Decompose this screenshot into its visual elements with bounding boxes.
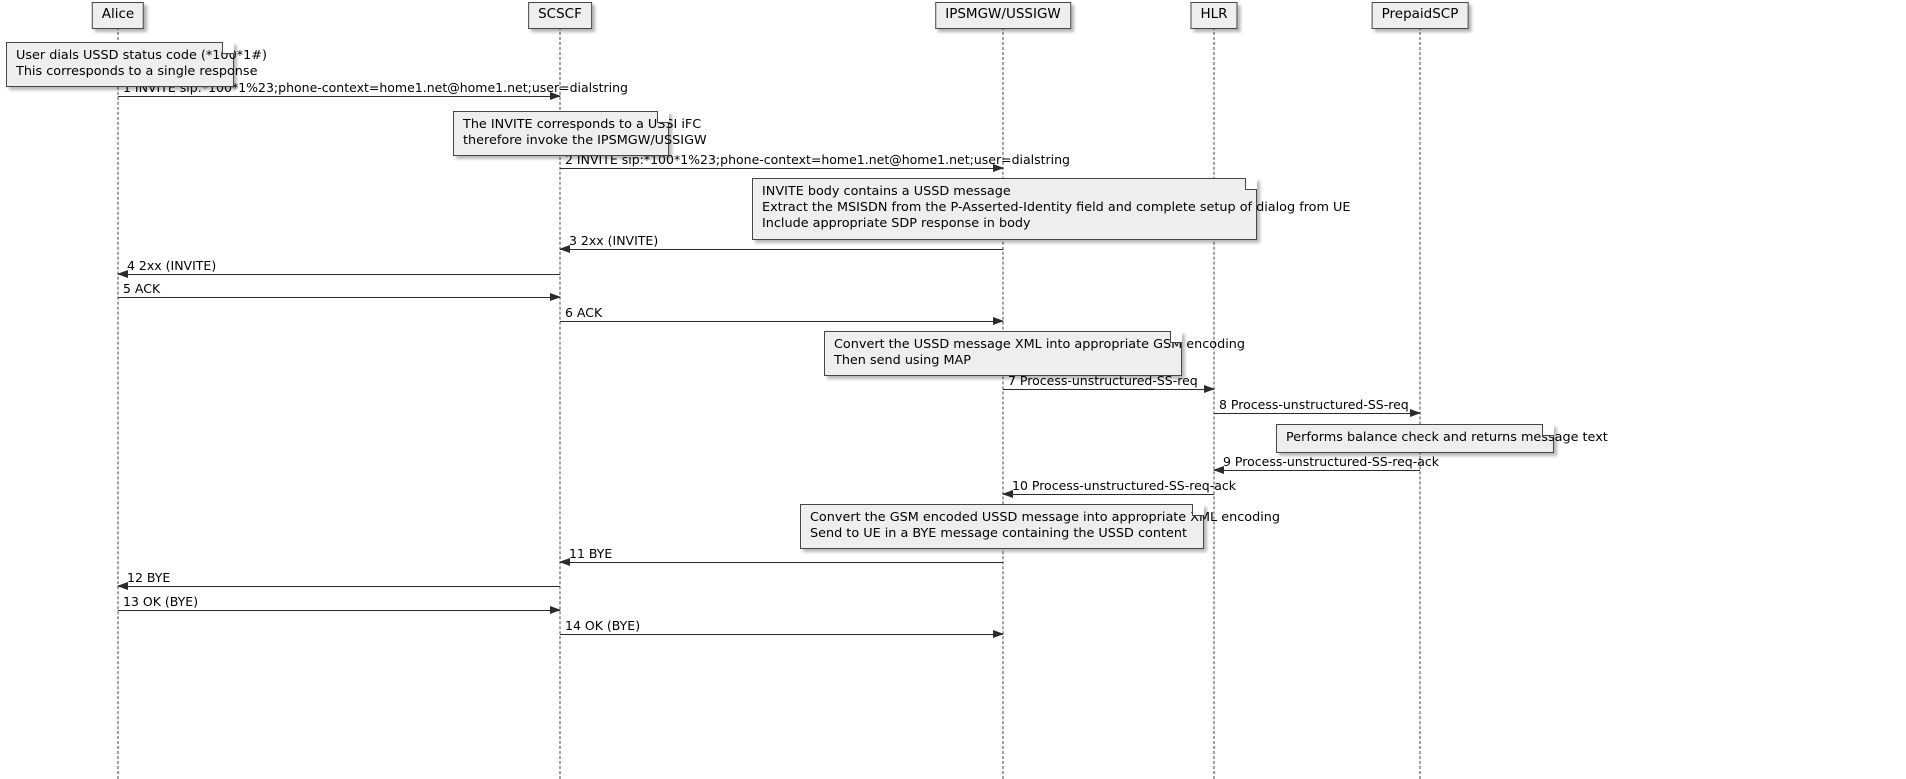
participant-alice[interactable]: Alice bbox=[91, 2, 145, 29]
message-label-4: 4 2xx (INVITE) bbox=[127, 257, 217, 273]
arrowhead-icon bbox=[993, 317, 1004, 325]
message-arrow-10[interactable]: 10 Process-unstructured-SS-req-ack bbox=[1002, 479, 1236, 498]
message-arrow-5[interactable]: 5 ACK bbox=[118, 282, 561, 301]
arrowhead-icon bbox=[559, 245, 570, 253]
message-label-8: 8 Process-unstructured-SS-req bbox=[1219, 396, 1409, 412]
message-arrow-2[interactable]: 2 INVITE sip:*100*1%23;phone-context=hom… bbox=[560, 153, 1070, 172]
arrowhead-icon bbox=[1213, 466, 1224, 474]
message-label-9: 9 Process-unstructured-SS-req-ack bbox=[1223, 453, 1440, 469]
arrowhead-icon bbox=[993, 630, 1004, 638]
arrowhead-icon bbox=[550, 293, 561, 301]
arrowhead-icon bbox=[550, 92, 561, 100]
arrowhead-icon bbox=[117, 582, 128, 590]
note-user-dials: User dials USSD status code (*100*1#) Th… bbox=[6, 42, 267, 88]
note-fold-corner-icon bbox=[1170, 331, 1182, 343]
note-text: Convert the GSM encoded USSD message int… bbox=[810, 510, 1281, 542]
message-arrow-8[interactable]: 8 Process-unstructured-SS-req bbox=[1214, 398, 1421, 417]
note-text: Convert the USSD message XML into approp… bbox=[834, 337, 1245, 369]
note-fold-corner-icon bbox=[1192, 504, 1204, 516]
message-label-13: 13 OK (BYE) bbox=[123, 593, 199, 609]
note-convert-gsm-xml: Convert the GSM encoded USSD message int… bbox=[800, 504, 1280, 550]
message-label-3: 3 2xx (INVITE) bbox=[569, 232, 659, 248]
message-arrow-3[interactable]: 3 2xx (INVITE) bbox=[559, 234, 1003, 253]
arrowhead-icon bbox=[1204, 385, 1215, 393]
arrowhead-icon bbox=[117, 270, 128, 278]
note-fold-corner-icon bbox=[1245, 178, 1257, 190]
lifeline-scp bbox=[1419, 27, 1421, 779]
message-label-2: 2 INVITE sip:*100*1%23;phone-context=hom… bbox=[565, 151, 1070, 167]
message-label-5: 5 ACK bbox=[123, 280, 161, 296]
lifeline-scscf bbox=[559, 27, 561, 779]
participant-label: HLR bbox=[1200, 6, 1228, 22]
lifeline-hlr bbox=[1213, 27, 1215, 779]
message-arrow-6[interactable]: 6 ACK bbox=[560, 306, 1004, 325]
message-label-10: 10 Process-unstructured-SS-req-ack bbox=[1012, 477, 1236, 493]
participant-ipsmgw[interactable]: IPSMGW/USSIGW bbox=[935, 2, 1071, 29]
note-text: Performs balance check and returns messa… bbox=[1286, 430, 1608, 445]
message-label-12: 12 BYE bbox=[127, 569, 171, 585]
participant-label: IPSMGW/USSIGW bbox=[945, 6, 1061, 22]
message-label-1: 1 INVITE sip:*100*1%23;phone-context=hom… bbox=[123, 79, 628, 95]
message-arrow-7[interactable]: 7 Process-unstructured-SS-req bbox=[1003, 374, 1215, 393]
participant-label: PrepaidSCP bbox=[1381, 6, 1459, 22]
lifeline-alice bbox=[117, 27, 119, 779]
note-fold-corner-icon bbox=[657, 111, 669, 123]
message-arrow-4[interactable]: 4 2xx (INVITE) bbox=[117, 259, 560, 278]
note-balance-check: Performs balance check and returns messa… bbox=[1276, 424, 1608, 454]
message-arrow-14[interactable]: 14 OK (BYE) bbox=[560, 619, 1004, 638]
message-arrow-1[interactable]: 1 INVITE sip:*100*1%23;phone-context=hom… bbox=[118, 81, 628, 100]
note-fold-corner-icon bbox=[222, 42, 234, 54]
message-arrow-12[interactable]: 12 BYE bbox=[117, 571, 560, 590]
message-arrow-9[interactable]: 9 Process-unstructured-SS-req-ack bbox=[1213, 455, 1439, 474]
arrowhead-icon bbox=[559, 558, 570, 566]
message-label-7: 7 Process-unstructured-SS-req bbox=[1008, 372, 1198, 388]
lifeline-ipsmgw bbox=[1002, 27, 1004, 779]
message-label-11: 11 BYE bbox=[569, 545, 613, 561]
arrowhead-icon bbox=[1002, 490, 1013, 498]
note-text: User dials USSD status code (*100*1#) Th… bbox=[16, 48, 267, 80]
arrowhead-icon bbox=[550, 606, 561, 614]
note-invite-body: INVITE body contains a USSD message Extr… bbox=[752, 178, 1351, 240]
participant-scscf[interactable]: SCSCF bbox=[528, 2, 592, 29]
message-label-14: 14 OK (BYE) bbox=[565, 617, 641, 633]
arrowhead-icon bbox=[1410, 409, 1421, 417]
note-text: INVITE body contains a USSD message Extr… bbox=[762, 184, 1351, 232]
participant-label: Alice bbox=[101, 6, 135, 22]
participant-scp[interactable]: PrepaidSCP bbox=[1371, 2, 1469, 29]
participant-label: SCSCF bbox=[538, 6, 582, 22]
note-invite-ifc: The INVITE corresponds to a USSI iFC the… bbox=[453, 111, 707, 157]
note-text: The INVITE corresponds to a USSI iFC the… bbox=[463, 117, 707, 149]
note-fold-corner-icon bbox=[1542, 424, 1554, 436]
participant-hlr[interactable]: HLR bbox=[1190, 2, 1238, 29]
note-convert-xml-gsm: Convert the USSD message XML into approp… bbox=[824, 331, 1245, 377]
message-label-6: 6 ACK bbox=[565, 304, 603, 320]
message-arrow-11[interactable]: 11 BYE bbox=[559, 547, 1003, 566]
arrowhead-icon bbox=[993, 164, 1004, 172]
message-arrow-13[interactable]: 13 OK (BYE) bbox=[118, 595, 561, 614]
